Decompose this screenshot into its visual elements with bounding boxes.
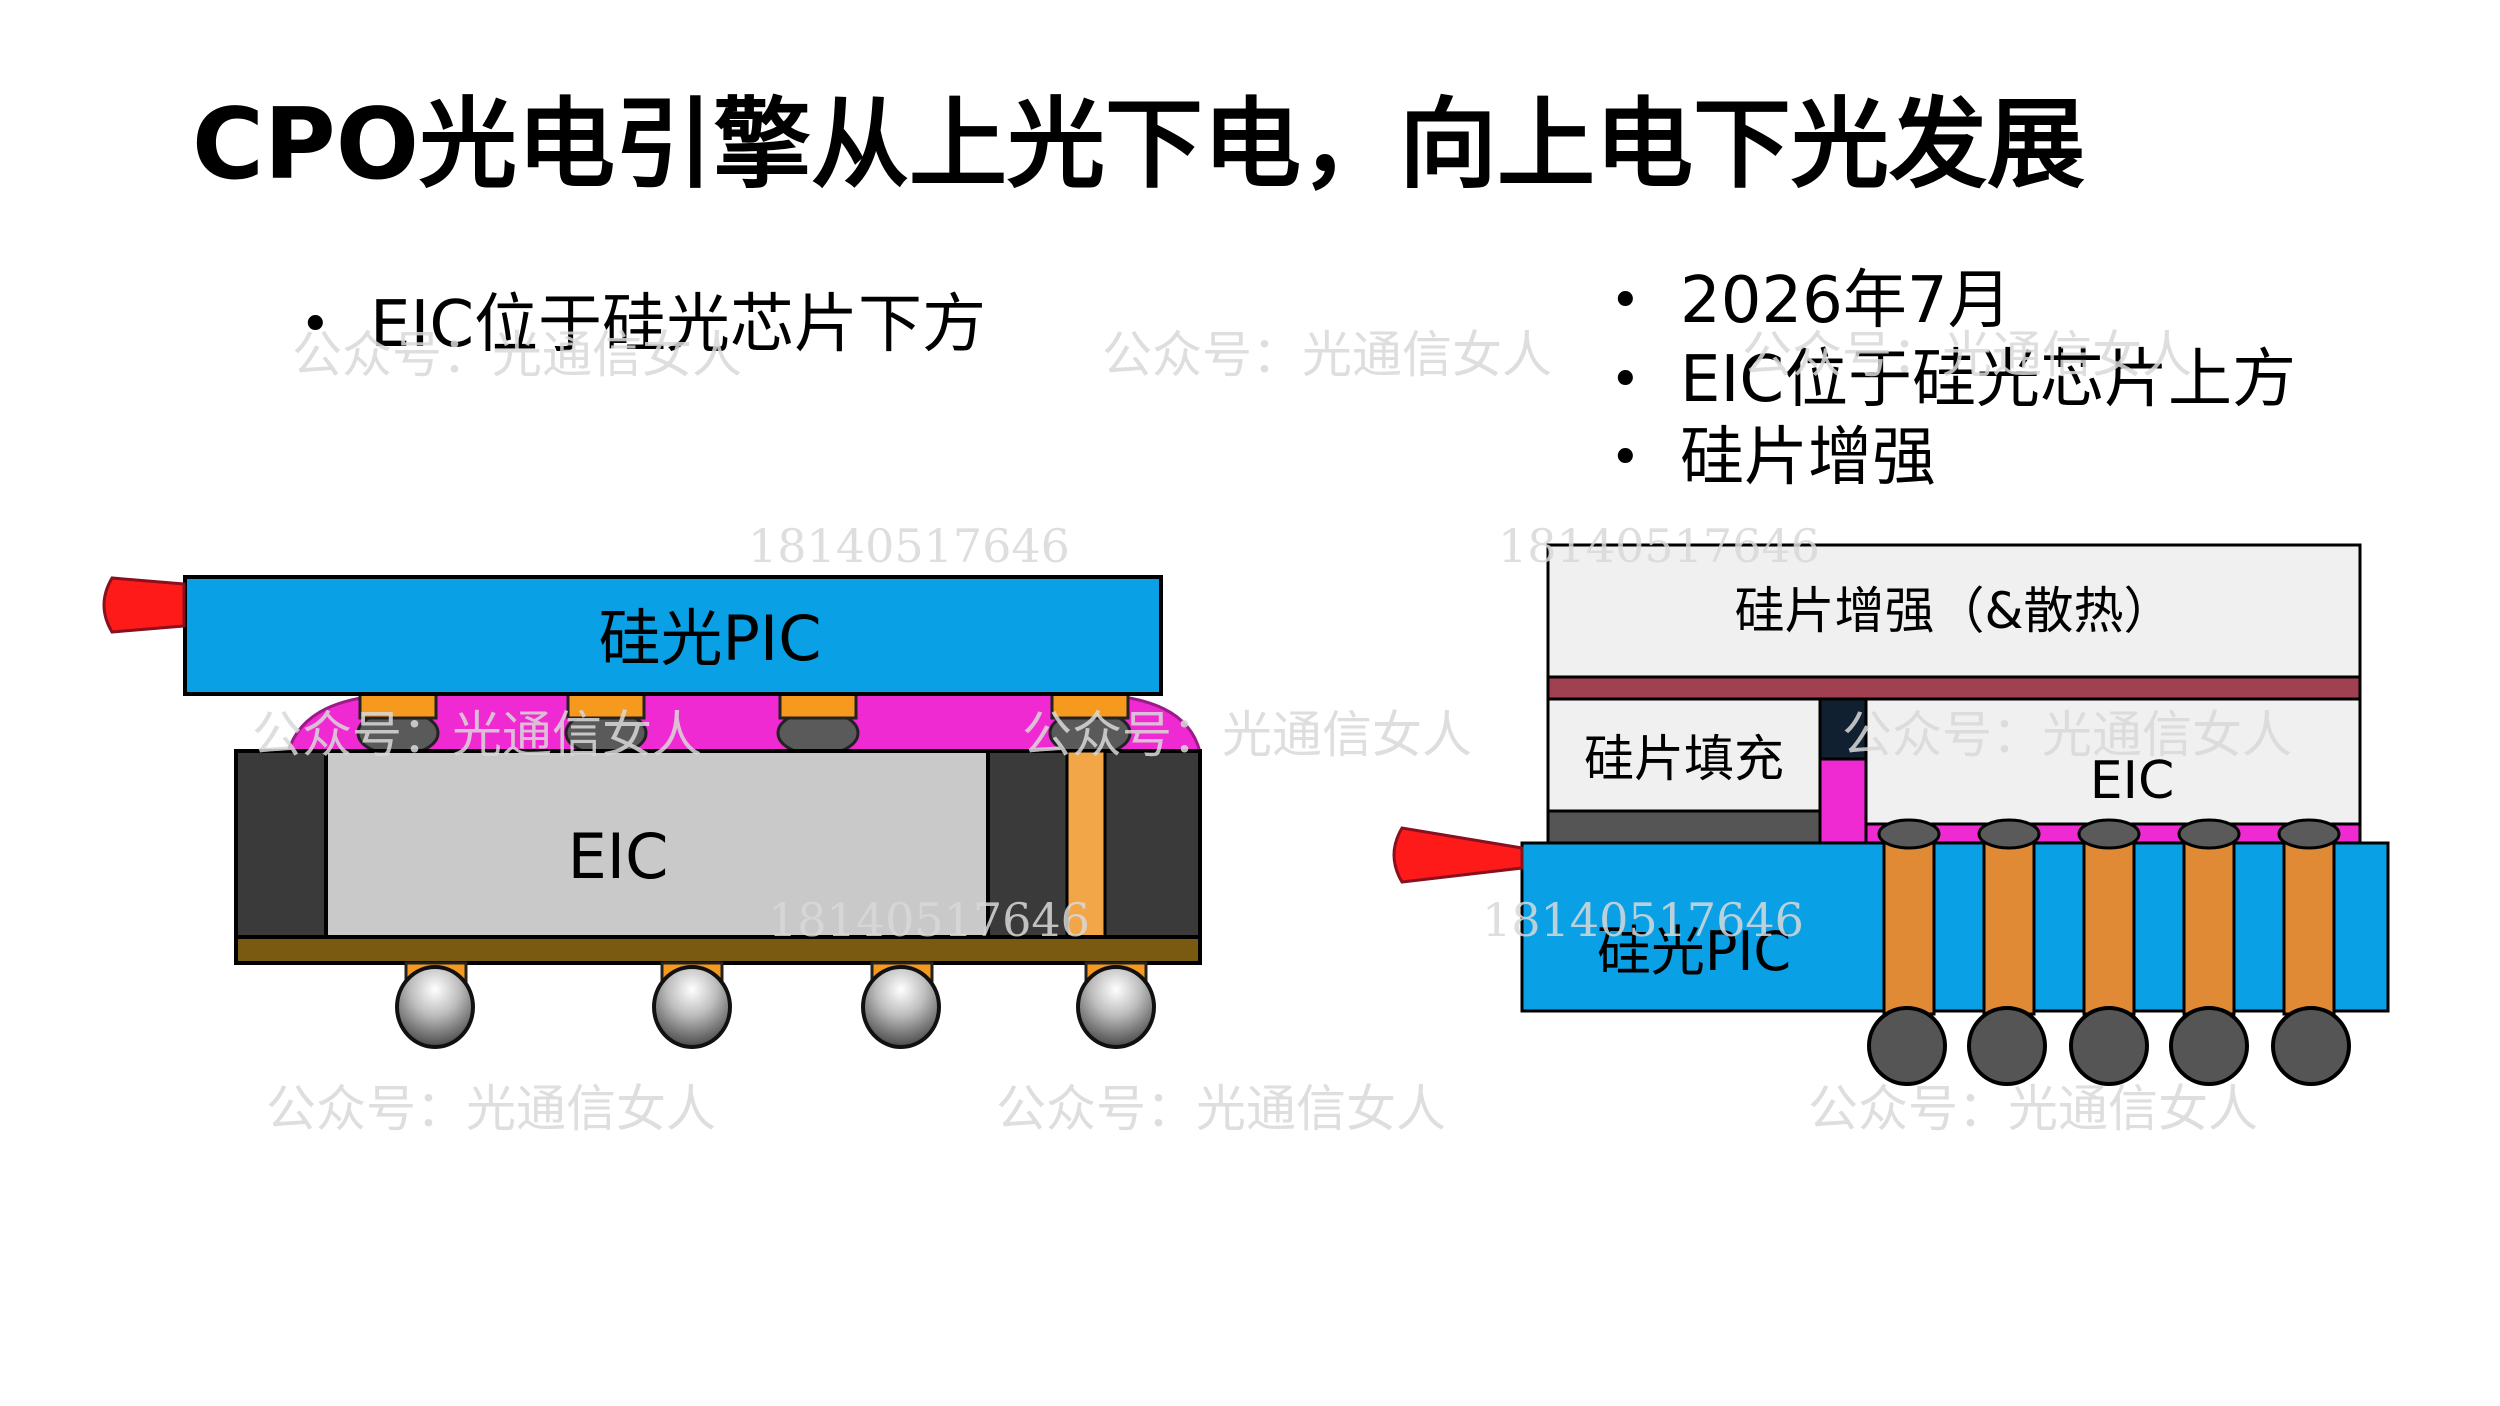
right-filler-label: 硅片填充 (1584, 730, 1784, 788)
right-micro-bumps (1877, 818, 2341, 850)
watermark-number: 18140517646 (1498, 519, 1820, 573)
left-pic-block (183, 575, 1163, 696)
right-fiber-icon (1392, 826, 1524, 884)
watermark-number: 18140517646 (1482, 893, 1804, 947)
left-tmv (1065, 749, 1107, 939)
left-pic-label: 硅光PIC (599, 602, 822, 675)
watermarks: 公众号：光通信女人 公众号：光通信女人 公众号：光通信女人 1814051764… (252, 326, 2292, 1138)
left-bottom-pads (404, 961, 1148, 985)
watermark-text: 公众号：光通信女人 (1808, 1080, 2258, 1138)
left-top-pads (358, 692, 1130, 720)
right-bond-line (1546, 675, 2362, 701)
left-eic-label: EIC (568, 820, 669, 893)
watermark-number: 18140517646 (768, 893, 1090, 947)
left-bullet-list: EIC位于硅光芯片下方 (300, 286, 986, 365)
watermark-number: 18140517646 (748, 519, 1070, 573)
watermark-text: 公众号：光通信女人 (996, 1080, 1446, 1138)
right-eic-block (1864, 697, 2362, 826)
left-micro-bumps (356, 709, 1132, 757)
left-substrate (234, 935, 1202, 965)
right-gap-underfill (1818, 757, 1868, 845)
right-eic-label: EIC (2090, 751, 2175, 811)
right-pic-block (1520, 841, 2390, 1013)
right-bullet-item: 2026年7月 (1610, 262, 2296, 341)
watermark-text: 公众号：光通信女人 (252, 706, 702, 764)
right-bullet-list: 2026年7月 EIC位于硅光芯片上方 硅片增强 (1610, 262, 2296, 498)
left-eic-block (324, 749, 990, 939)
watermark-text: 公众号：光通信女人 (292, 326, 742, 384)
left-fiber-icon (102, 576, 186, 634)
left-bullet-item: EIC位于硅光芯片下方 (300, 286, 986, 365)
right-pic-label: 硅光PIC (1597, 920, 1791, 983)
watermark-text: 公众号：光通信女人 (266, 1080, 716, 1138)
right-bullet-item: EIC位于硅光芯片上方 (1610, 341, 2296, 420)
right-diagram: 硅片增强（&散热） 硅片填充 EIC 硅光PIC (1392, 543, 2390, 1086)
right-stiffener-label: 硅片增强（&散热） (1735, 582, 2174, 640)
watermark-text: 公众号：光通信女人 (1022, 706, 1472, 764)
right-solder-balls (1867, 1006, 2351, 1086)
right-gap-dark (1818, 697, 1868, 761)
watermark-text: 公众号：光通信女人 (1742, 326, 2192, 384)
page-title: CPO光电引擎从上光下电，向上电下光发展 (192, 88, 2086, 202)
left-solder-balls (395, 965, 1156, 1049)
right-filler-base (1546, 809, 1822, 845)
watermark-text: 公众号：光通信女人 (1102, 326, 1552, 384)
right-bullet-item: 硅片增强 (1610, 419, 2296, 498)
left-diagram: 硅光PIC EIC (102, 575, 1202, 1049)
watermark-text: 公众号：光通信女人 (1842, 706, 2292, 764)
right-stiffener-block (1546, 543, 2362, 679)
